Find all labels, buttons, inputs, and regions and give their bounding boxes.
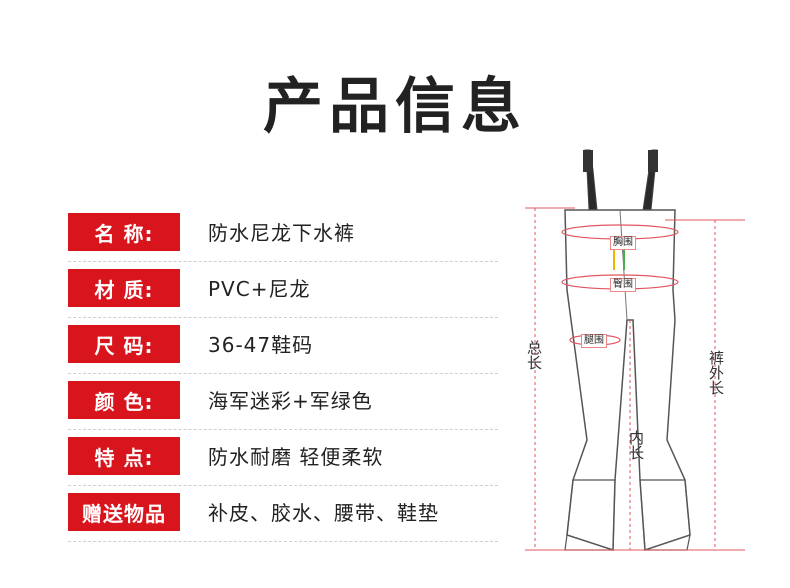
spec-row-gifts: 赠送物品 补皮、胶水、腰带、鞋垫 [68,489,498,542]
wader-outline-drawing [525,149,745,552]
spec-row-color: 颜 色: 海军迷彩+军绿色 [68,377,498,430]
spec-label: 特 点: [68,437,180,475]
spec-value: 36-47鞋码 [208,333,314,357]
chest-tag: 胸围 [610,236,636,250]
spec-value: PVC+尼龙 [208,277,311,301]
spec-row-feature: 特 点: 防水耐磨 轻便柔软 [68,433,498,486]
wader-size-diagram: 胸围 臀围 腿围 总长 裤外长 内长 [515,140,765,570]
total-length-label: 总长 [525,340,543,370]
spec-value: 防水耐磨 轻便柔软 [208,445,384,469]
outer-length-label: 裤外长 [707,350,725,395]
spec-value: 防水尼龙下水裤 [208,221,355,245]
page-title: 产品信息 [263,72,527,142]
spec-list: 名 称: 防水尼龙下水裤 材 质: PVC+尼龙 尺 码: 36-47鞋码 颜 … [68,209,498,545]
spec-row-name: 名 称: 防水尼龙下水裤 [68,209,498,262]
spec-value: 海军迷彩+军绿色 [208,389,373,413]
spec-label: 名 称: [68,213,180,251]
spec-row-size: 尺 码: 36-47鞋码 [68,321,498,374]
hip-tag: 臀围 [610,278,636,292]
spec-label: 赠送物品 [68,493,180,531]
spec-value: 补皮、胶水、腰带、鞋垫 [208,501,439,525]
thigh-tag: 腿围 [581,334,607,348]
inner-length-label: 内长 [627,430,645,460]
spec-label: 材 质: [68,269,180,307]
spec-row-material: 材 质: PVC+尼龙 [68,265,498,318]
spec-label: 颜 色: [68,381,180,419]
spec-label: 尺 码: [68,325,180,363]
